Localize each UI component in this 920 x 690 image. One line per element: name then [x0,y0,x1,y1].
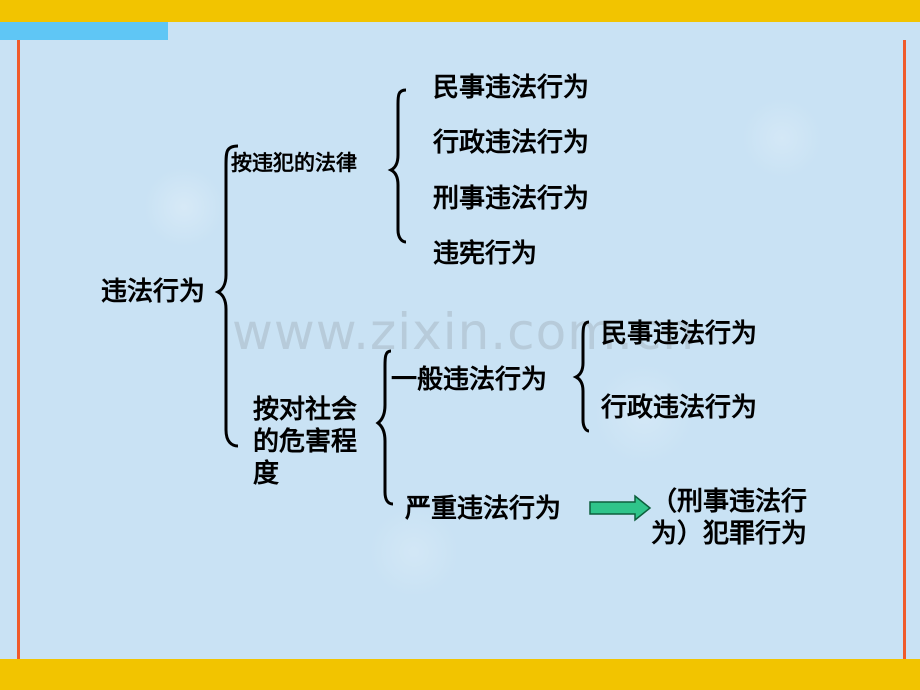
top-accent-bar [0,22,168,40]
left-edge-line [17,40,20,659]
general-item-administrative: 行政违法行为 [601,393,758,423]
branch-harm-label: 按对社会的危害程度 [253,395,358,489]
law-item-civil: 民事违法行为 [433,73,590,103]
branch-law-label: 按违犯的法律 [231,151,357,175]
bottom-band [0,659,920,690]
general-item-civil: 民事违法行为 [601,319,758,349]
serious-violation-label: 严重违法行为 [405,494,562,524]
root-brace [214,144,239,448]
law-item-criminal: 刑事违法行为 [433,184,590,214]
law-item-unconstitutional: 违宪行为 [433,239,538,269]
general-brace [572,320,590,433]
root-label: 违法行为 [101,277,206,307]
arrow-icon [589,494,652,522]
top-band [0,0,920,22]
harm-brace [375,349,394,506]
general-violation-label: 一般违法行为 [391,365,548,395]
right-edge-line [903,40,906,659]
watermark: www.zixin.com.cn [232,303,696,361]
law-item-administrative: 行政违法行为 [433,128,590,158]
crime-result-label: （刑事违法行为）犯罪行为 [651,487,808,549]
law-brace [387,88,407,244]
